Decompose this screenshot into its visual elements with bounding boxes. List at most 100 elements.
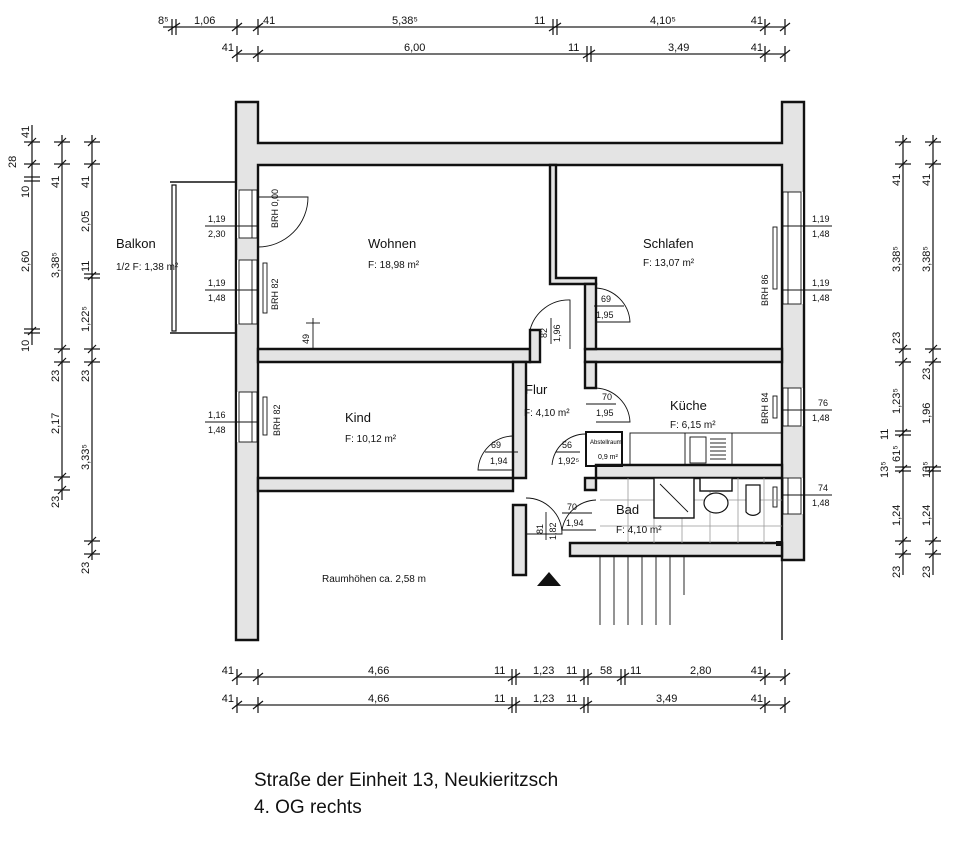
dim-label: 3,38⁵ xyxy=(891,246,903,272)
dimension-left-col-2: 41 3,38⁵ 23 2,17 23 xyxy=(50,135,70,508)
dim-label: 2,05 xyxy=(80,211,92,232)
storage-label: Abstellraum xyxy=(590,440,622,446)
svg-text:1,48: 1,48 xyxy=(812,293,830,303)
floor-caption: 4. OG rechts xyxy=(254,797,362,818)
dim-label: 1,06 xyxy=(194,15,215,27)
room-name-kind: Kind xyxy=(345,410,371,425)
dim-label: 41 xyxy=(222,693,234,705)
dim-label: 41 xyxy=(751,665,763,677)
svg-text:49: 49 xyxy=(301,334,311,344)
dim-label: 41 xyxy=(891,174,903,186)
dim-label: 41 xyxy=(222,665,234,677)
door-bad: 70 1,94 xyxy=(561,499,597,531)
svg-text:74: 74 xyxy=(818,483,828,493)
dim-label: 2,60 xyxy=(20,251,32,272)
dim-label: 11 xyxy=(566,693,577,705)
dim-label: 41 xyxy=(222,42,234,54)
svg-text:1,48: 1,48 xyxy=(812,413,830,423)
dim-label: 5,38⁵ xyxy=(392,15,418,27)
dim-label: 1,23⁵ xyxy=(891,388,903,414)
svg-text:1,48: 1,48 xyxy=(812,229,830,239)
dim-label: 41 xyxy=(80,176,92,188)
svg-text:BRH 86: BRH 86 xyxy=(760,274,770,306)
svg-text:1,82: 1,82 xyxy=(548,522,558,540)
door-storage: 56 1,92⁵ Abstellraum 0,9 m² xyxy=(551,431,623,467)
window-label-kueche: 76 1,48 BRH 84 xyxy=(760,392,832,424)
dim-label: 1,24 xyxy=(891,505,903,526)
dim-label: 41 xyxy=(751,693,763,705)
dim-label: 1,23 xyxy=(533,665,554,677)
dim-label: 61⁵ xyxy=(891,445,903,462)
dim-label: 41 xyxy=(50,176,62,188)
dim-label: 3,49 xyxy=(668,42,689,54)
dim-label: 3,33⁵ xyxy=(80,444,92,470)
svg-text:69: 69 xyxy=(601,294,611,304)
room-name-bad: Bad xyxy=(616,502,639,517)
dim-label: 23 xyxy=(50,370,62,382)
svg-text:BRH 84: BRH 84 xyxy=(760,392,770,424)
dim-label: 23 xyxy=(921,566,933,578)
door-schlafen: 69 1,95 xyxy=(594,287,631,323)
svg-text:81: 81 xyxy=(535,524,545,534)
entrance-arrow-icon xyxy=(537,572,561,586)
exterior-wall-top xyxy=(234,100,806,642)
dim-label: 23 xyxy=(80,370,92,382)
svg-text:1,48: 1,48 xyxy=(208,425,226,435)
door-entry: 81 1,82 xyxy=(525,497,563,586)
dim-label: 2,17 xyxy=(50,413,62,434)
room-area-kind: F: 10,12 m² xyxy=(345,434,397,445)
dimension-top-row-2: 41 6,00 11 3,49 41 xyxy=(222,42,791,62)
svg-text:1,19: 1,19 xyxy=(812,278,830,288)
dim-label: 3,38⁵ xyxy=(50,252,62,278)
svg-text:1,48: 1,48 xyxy=(208,293,226,303)
svg-text:69: 69 xyxy=(491,440,501,450)
bathroom-tiles xyxy=(600,477,782,546)
svg-text:76: 76 xyxy=(818,398,828,408)
dim-label: 11 xyxy=(568,42,579,54)
room-name-balkon: Balkon xyxy=(116,236,156,251)
svg-text:1,19: 1,19 xyxy=(812,214,830,224)
dimension-left-col-3: 41 2,05 11 1,22⁵ 23 3,33⁵ 23 xyxy=(80,135,100,574)
dimension-right-col-1: 41 3,38⁵ 23 1,23⁵ 11 61⁵ 13⁵ 1,24 23 xyxy=(879,135,911,578)
balcony: Balkon 1/2 F: 1,38 m² xyxy=(116,181,236,334)
dim-label: 41 xyxy=(20,126,32,138)
svg-text:2,30: 2,30 xyxy=(208,229,226,239)
dimension-right-col-2: 41 3,38⁵ 23 1,96 13⁵ 1,24 23 xyxy=(921,135,941,578)
dim-label: 23 xyxy=(80,562,92,574)
svg-text:1,96: 1,96 xyxy=(552,324,562,342)
svg-text:BRH 82: BRH 82 xyxy=(272,404,282,436)
dim-label: 1,22⁵ xyxy=(80,306,92,332)
address-caption: Straße der Einheit 13, Neukieritzsch xyxy=(254,770,559,791)
svg-text:56: 56 xyxy=(562,440,572,450)
walls xyxy=(234,100,806,642)
sink-icon xyxy=(703,492,729,514)
dim-label: 8⁵ xyxy=(158,15,169,27)
room-name-kueche: Küche xyxy=(670,398,707,413)
kitchen-counter xyxy=(629,432,783,466)
dimension-left-col-1: 41 28 10 2,60 10 xyxy=(7,125,40,352)
svg-text:1,19: 1,19 xyxy=(208,278,226,288)
window-label-wohnen-door: 1,19 2,30 BRH 0,00 xyxy=(205,189,309,248)
dim-label: 13⁵ xyxy=(921,461,933,478)
room-area-schlafen: F: 13,07 m² xyxy=(643,258,695,269)
dim-label: 2,80 xyxy=(690,665,711,677)
window-label-wohnen: 1,19 1,48 BRH 82 xyxy=(205,262,280,314)
dimension-bottom-row-1: 41 4,66 11 1,23 11 58 11 2,80 41 xyxy=(222,665,791,685)
door-flur-top: 82 1,96 xyxy=(529,299,571,349)
room-name-flur: Flur xyxy=(525,382,548,397)
dim-label: 10 xyxy=(20,340,32,352)
dim-label: 3,38⁵ xyxy=(921,246,933,272)
dim-label: 41 xyxy=(263,15,275,27)
dim-label: 4,66 xyxy=(368,693,389,705)
dim-label: 6,00 xyxy=(404,42,425,54)
dim-label: 11 xyxy=(879,429,891,440)
svg-text:1,19: 1,19 xyxy=(208,214,226,224)
svg-text:1,95: 1,95 xyxy=(596,408,614,418)
svg-text:BRH 0,00: BRH 0,00 xyxy=(270,189,280,228)
room-area-flur: F: 4,10 m² xyxy=(524,408,570,419)
svg-text:1,95: 1,95 xyxy=(596,310,614,320)
dim-label: 23 xyxy=(50,496,62,508)
dim-label: 41 xyxy=(921,174,933,186)
dim-label: 41 xyxy=(751,42,763,54)
svg-text:82: 82 xyxy=(539,328,549,338)
